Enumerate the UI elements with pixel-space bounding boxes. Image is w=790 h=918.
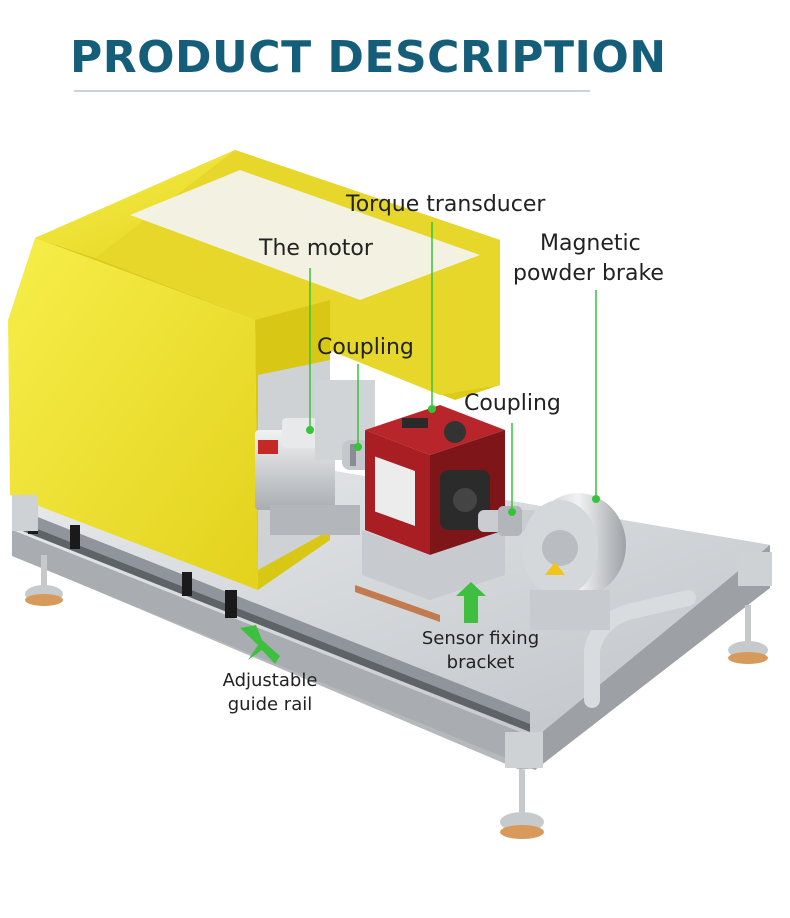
label-coupling-right: Coupling	[464, 391, 561, 416]
yellow-safety-cover	[8, 150, 500, 590]
coupling-left	[342, 440, 372, 470]
label-magnetic-brake-line2: powder brake	[513, 261, 664, 286]
label-guide-rail-line1: Adjustable	[222, 670, 318, 691]
label-coupling-left: Coupling	[317, 335, 414, 360]
arrow-icon	[240, 582, 486, 664]
title-underline	[74, 90, 590, 92]
label-magnetic-brake-line1: Magnetic	[540, 231, 641, 256]
leveling-feet	[25, 555, 768, 839]
label-guide-rail-line2: guide rail	[227, 694, 313, 715]
label-motor: The motor	[259, 236, 373, 261]
label-sensor-bracket-line1: Sensor fixing	[421, 628, 540, 649]
callout-leaders	[309, 222, 597, 510]
coupling-right	[478, 506, 538, 536]
plate-corner-blocks	[12, 495, 772, 768]
magnetic-powder-brake	[522, 493, 626, 630]
page-title: PRODUCT DESCRIPTION	[70, 32, 667, 83]
sensor-fixing-bracket	[355, 530, 505, 622]
label-torque-transducer: Torque transducer	[346, 192, 546, 217]
label-sensor-bracket-line2: bracket	[446, 652, 515, 673]
callout-dots	[306, 405, 600, 516]
torque-transducer	[365, 405, 505, 555]
